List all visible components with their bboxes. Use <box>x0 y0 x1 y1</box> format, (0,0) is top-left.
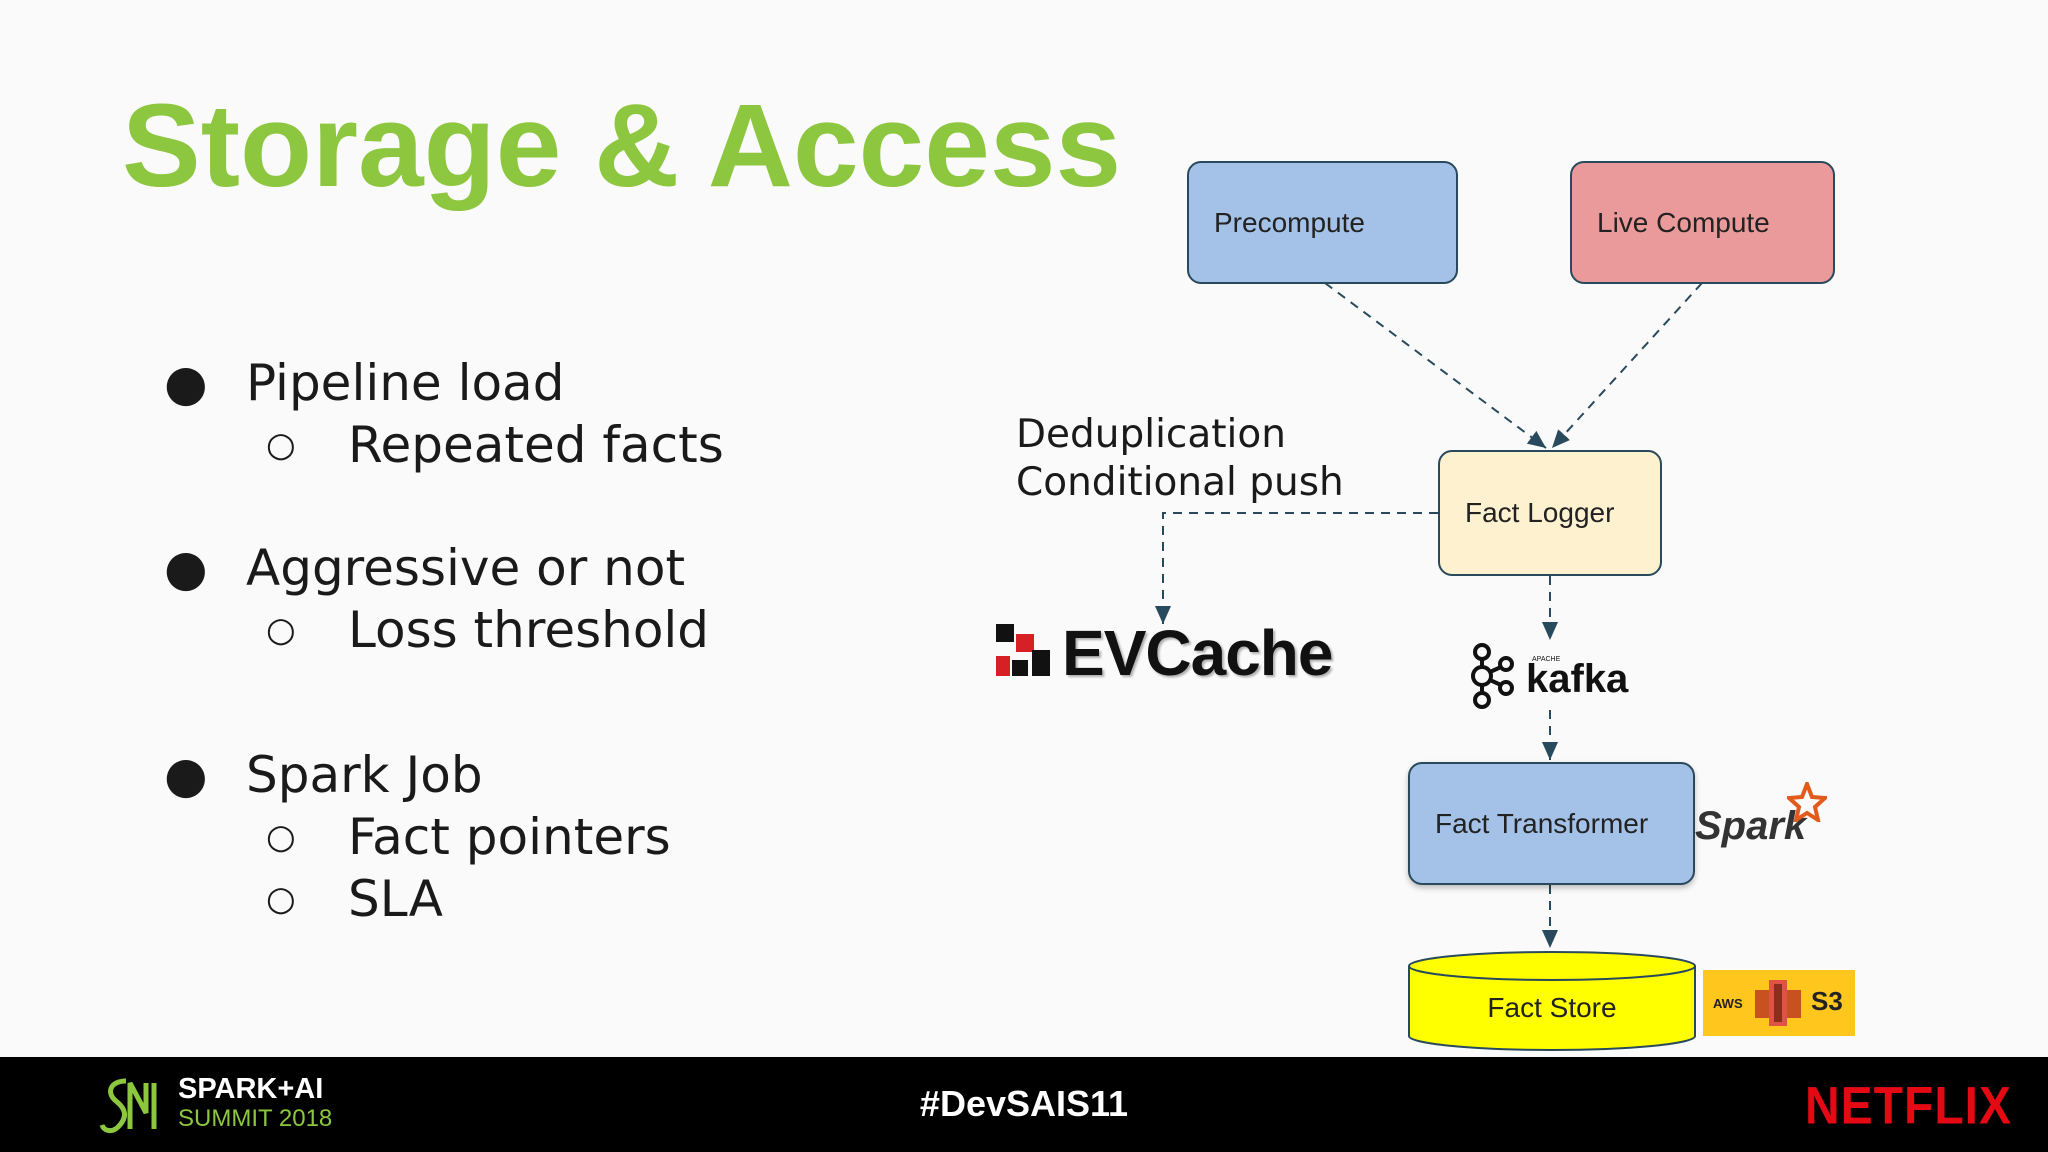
precompute-label: Precompute <box>1214 206 1365 238</box>
sub-bullet-marker: ○ <box>266 425 296 465</box>
s3-bucket-icon <box>1755 980 1801 1026</box>
kafka-apache-label: APACHE <box>1532 656 1561 663</box>
footer-bar: SPARK+AI SUMMIT 2018 #DevSAIS11 NETFLIX <box>0 1057 2048 1152</box>
note-deduplication: Deduplication <box>1016 412 1286 457</box>
kafka-logo: APACHE kafka <box>1470 640 1640 712</box>
bullet-spark-job: ● Spark Job <box>164 750 483 800</box>
sub-bullet-text: SLA <box>348 870 443 928</box>
sub-bullet-repeated-facts: ○ Repeated facts <box>266 420 724 470</box>
kafka-mark-icon <box>1471 643 1514 709</box>
spark-logo: Spark <box>1695 782 1830 854</box>
bullet-text: Spark Job <box>246 746 483 804</box>
sub-bullet-sla: ○ SLA <box>266 874 443 924</box>
fact-logger-label: Fact Logger <box>1465 497 1615 528</box>
slide-title: Storage & Access <box>122 80 1122 212</box>
sub-bullet-marker: ○ <box>266 879 296 919</box>
hashtag: #DevSAIS11 <box>919 1083 1129 1124</box>
netflix-logo: NETFLIX <box>1805 1077 2012 1136</box>
precompute-box: Precompute <box>1187 161 1458 284</box>
fact-logger-box: Fact Logger <box>1438 450 1662 576</box>
bullet-marker: ● <box>164 746 208 804</box>
sub-bullet-fact-pointers: ○ Fact pointers <box>266 812 671 862</box>
sub-bullet-text: Loss threshold <box>348 601 710 659</box>
spark-ai-summit-logo-icon <box>99 1078 157 1134</box>
bullet-marker: ● <box>164 354 208 412</box>
kafka-wordmark: kafka <box>1526 657 1629 701</box>
bullet-pipeline-load: ● Pipeline load <box>164 358 564 408</box>
sub-bullet-text: Repeated facts <box>348 416 724 474</box>
sub-bullet-text: Fact pointers <box>348 808 671 866</box>
fact-store-shape <box>1408 951 1696 1051</box>
aws-s3-logo: AWS S3 <box>1703 970 1855 1036</box>
fact-store-label: Fact Store <box>1487 992 1617 1023</box>
sub-bullet-marker: ○ <box>266 817 296 857</box>
live-compute-box: Live Compute <box>1570 161 1835 284</box>
summit-year: SUMMIT 2018 <box>178 1105 333 1132</box>
s3-label: S3 <box>1811 986 1843 1016</box>
bullet-aggressive: ● Aggressive or not <box>164 543 685 593</box>
arrow-live-compute-to-logger <box>1551 282 1703 449</box>
spark-wordmark: Spark <box>1695 804 1807 848</box>
arrow-precompute-to-logger <box>1324 282 1547 449</box>
fact-transformer-label: Fact Transformer <box>1435 807 1649 839</box>
aws-label: AWS <box>1713 996 1743 1011</box>
bullet-marker: ● <box>164 539 208 597</box>
sub-bullet-marker: ○ <box>266 610 296 650</box>
fact-store-cylinder: Fact Store <box>1407 950 1697 1053</box>
sub-bullet-loss-threshold: ○ Loss threshold <box>266 605 709 655</box>
evcache-mark-icon <box>996 624 1050 676</box>
spark-star-icon <box>1787 782 1827 822</box>
summit-name: SPARK+AI <box>178 1073 324 1105</box>
bullet-text: Pipeline load <box>246 354 565 412</box>
note-conditional-push: Conditional push <box>1016 460 1344 505</box>
live-compute-label: Live Compute <box>1597 206 1770 238</box>
arrow-logger-to-evcache <box>1155 512 1438 624</box>
bullet-text: Aggressive or not <box>246 539 686 597</box>
fact-transformer-box: Fact Transformer <box>1408 762 1695 885</box>
evcache-wordmark: EVCache <box>1062 617 1333 689</box>
